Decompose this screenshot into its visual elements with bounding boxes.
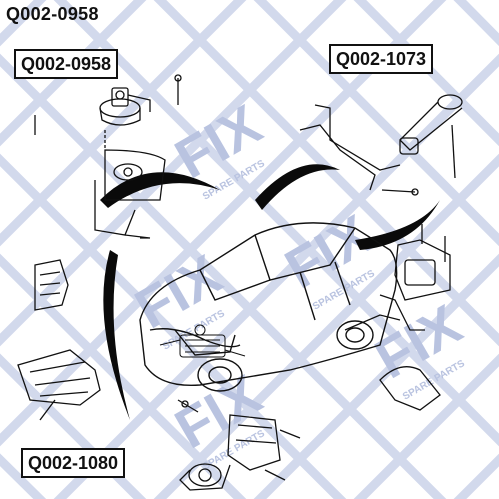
mount-q002-0958-illustration <box>34 74 182 239</box>
swoosh-top-left <box>100 172 220 208</box>
svg-text:FIX: FIX <box>275 202 382 300</box>
engine-bay-detail <box>159 324 246 358</box>
swoosh-left <box>103 250 130 420</box>
callout-label-front-mount: Q002-0958 <box>14 49 119 79</box>
watermark-logo: FIX SPARE PARTS FIX SPARE PARTS FIX SPAR… <box>125 92 472 472</box>
right-side-mount-illustration <box>344 224 451 411</box>
swoosh-right <box>355 200 440 250</box>
mount-q002-1073-illustration <box>299 94 463 196</box>
callout-swooshes <box>100 164 440 420</box>
callout-label-lower-mount: Q002-1080 <box>21 448 126 478</box>
mount-q002-1080-illustration <box>177 399 301 491</box>
callout-label-rear-mount: Q002-1073 <box>329 44 434 74</box>
crossmember-illustration <box>17 349 101 421</box>
swoosh-top <box>255 164 340 210</box>
left-side-bracket-illustration <box>34 259 69 311</box>
page-title: Q002-0958 <box>6 4 99 24</box>
